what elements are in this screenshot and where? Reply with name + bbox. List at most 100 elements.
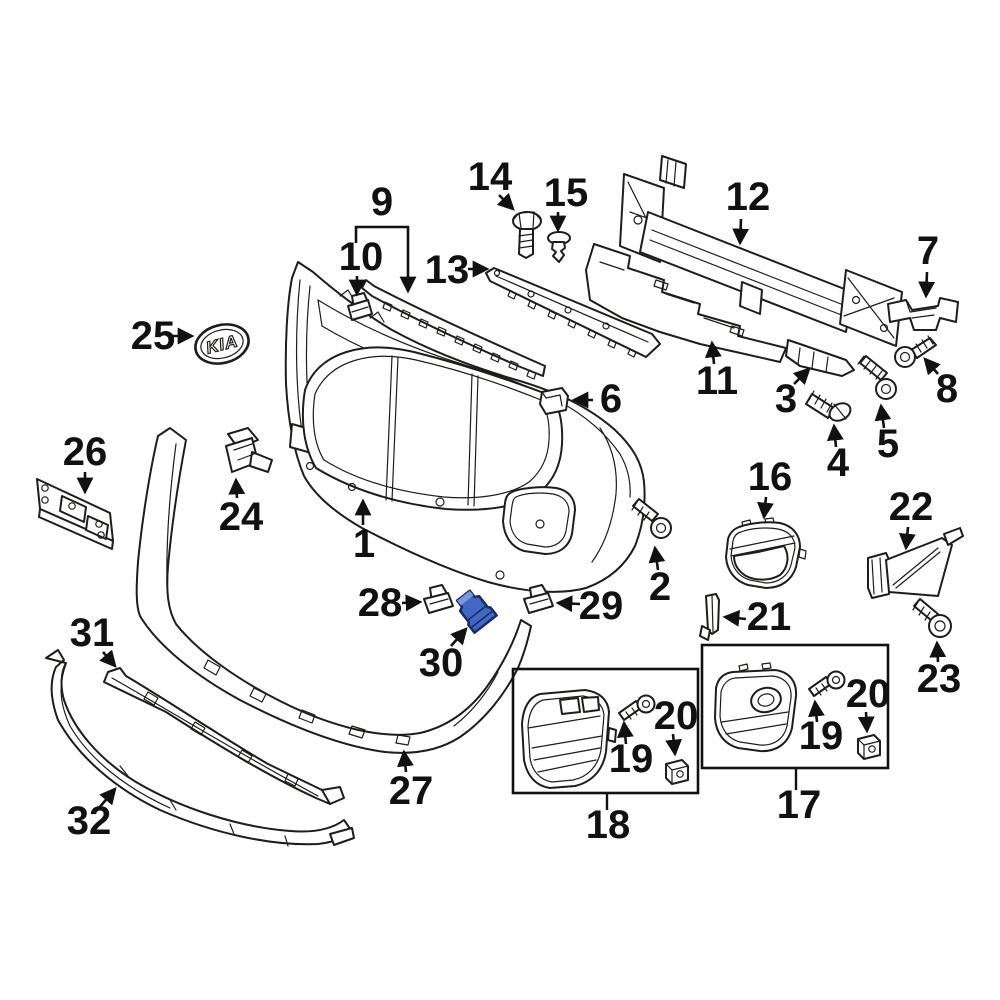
callout-19-rh-label: 19 (799, 714, 844, 758)
callout-11-label: 11 (696, 359, 738, 403)
part-lower-valance (135, 427, 532, 754)
callout-10: 10 (339, 235, 384, 297)
part-lower-strip-32 (45, 649, 355, 847)
callout-31-label: 31 (70, 611, 115, 655)
callout-3-label: 3 (775, 377, 797, 421)
part-fog-cover-rh (714, 662, 798, 753)
callout-20-lh-label: 20 (654, 694, 699, 738)
part-fog-cover-lh (521, 689, 617, 789)
part-highlighted-clip-30 (455, 589, 498, 634)
group-box-17 (700, 643, 890, 770)
part-bolt-14 (512, 211, 542, 259)
callout-13-label: 13 (425, 248, 470, 292)
callout-18-label: 18 (586, 803, 631, 847)
callout-21: 21 (722, 595, 792, 639)
part-fog-bezel-16 (725, 517, 807, 589)
part-bolt-4 (805, 390, 852, 422)
callout-9-label: 9 (371, 180, 393, 224)
callout-29: 29 (555, 584, 624, 628)
part-clip-6 (539, 387, 569, 415)
callout-13: 13 (425, 248, 490, 292)
callout-19-lh-label: 19 (609, 737, 654, 781)
callout-27-label: 27 (389, 769, 434, 813)
part-impact-bar (619, 155, 903, 347)
callout-19-rh: 19 (799, 699, 844, 758)
part-screw-8 (894, 335, 937, 368)
callout-26-label: 26 (63, 430, 108, 474)
part-screw-2 (631, 498, 672, 539)
callout-7-label: 7 (917, 229, 939, 273)
callout-9: 9 (354, 180, 417, 294)
callout-23-label: 23 (917, 657, 962, 701)
group-box-18 (511, 667, 700, 795)
callout-25: 25 (131, 314, 195, 358)
part-side-bracket-3 (785, 339, 855, 377)
callout-12-label: 12 (726, 175, 771, 219)
callout-10-label: 10 (339, 235, 384, 279)
part-clip-29 (523, 584, 554, 614)
callout-1: 1 (353, 498, 375, 566)
callout-11: 11 (696, 340, 738, 403)
callout-32: 32 (67, 787, 117, 843)
part-bracket-21 (699, 593, 720, 641)
callout-18: 18 (586, 794, 631, 847)
callout-24: 24 (219, 477, 264, 539)
part-screw-19-rh (808, 670, 846, 697)
callout-6: 6 (571, 377, 622, 421)
callout-17-label: 17 (777, 783, 822, 827)
part-clip-15 (547, 231, 571, 263)
callout-20-rh-label: 20 (846, 672, 891, 716)
callout-27: 27 (389, 749, 434, 813)
part-bracket-22 (867, 527, 964, 599)
callout-20-lh: 20 (654, 694, 699, 757)
callout-15-label: 15 (544, 171, 589, 215)
callout-16: 16 (748, 455, 793, 520)
callout-6-label: 6 (600, 377, 622, 421)
callout-24-label: 24 (219, 495, 264, 539)
part-screw-19-lh (618, 694, 656, 721)
callout-8: 8 (923, 357, 958, 411)
callout-30: 30 (419, 627, 468, 685)
part-bracket-7 (887, 297, 959, 331)
callout-7: 7 (917, 229, 939, 299)
part-nut-20-lh (665, 759, 689, 785)
callout-19-lh: 19 (609, 720, 654, 781)
callout-12: 12 (726, 175, 771, 246)
part-bumper-cover (284, 261, 646, 593)
callout-2-label: 2 (649, 565, 671, 609)
callout-22-label: 22 (889, 485, 934, 529)
part-upper-guard-strip (361, 279, 546, 380)
callout-28: 28 (358, 581, 423, 625)
callout-28-label: 28 (358, 581, 403, 625)
callout-15: 15 (544, 171, 589, 233)
part-kia-emblem: KIA (194, 323, 250, 365)
callout-3: 3 (775, 367, 811, 421)
callout-21-label: 21 (747, 595, 792, 639)
callout-20-rh: 20 (846, 672, 891, 734)
callout-8-label: 8 (936, 367, 958, 411)
callout-29-label: 29 (579, 584, 624, 628)
callout-5-label: 5 (877, 422, 899, 466)
callout-32-label: 32 (67, 799, 112, 843)
part-clip-28 (423, 584, 454, 614)
callout-17: 17 (777, 769, 822, 827)
callout-26: 26 (63, 430, 108, 495)
part-clip-24 (225, 427, 273, 473)
callout-14: 14 (468, 155, 515, 211)
callout-25-label: 25 (131, 314, 176, 358)
part-clip-10 (347, 292, 373, 321)
part-nut-20-rh (857, 734, 881, 760)
callout-31: 31 (70, 611, 117, 668)
callout-5: 5 (874, 403, 899, 466)
callout-16-label: 16 (748, 455, 793, 499)
callout-2: 2 (648, 545, 671, 609)
callout-23: 23 (917, 640, 962, 701)
part-license-bracket (36, 478, 114, 550)
part-screw-5 (857, 355, 897, 400)
callout-14-label: 14 (468, 155, 513, 199)
callout-1-label: 1 (353, 522, 375, 566)
callout-30-label: 30 (419, 641, 464, 685)
part-screw-23 (912, 598, 952, 638)
